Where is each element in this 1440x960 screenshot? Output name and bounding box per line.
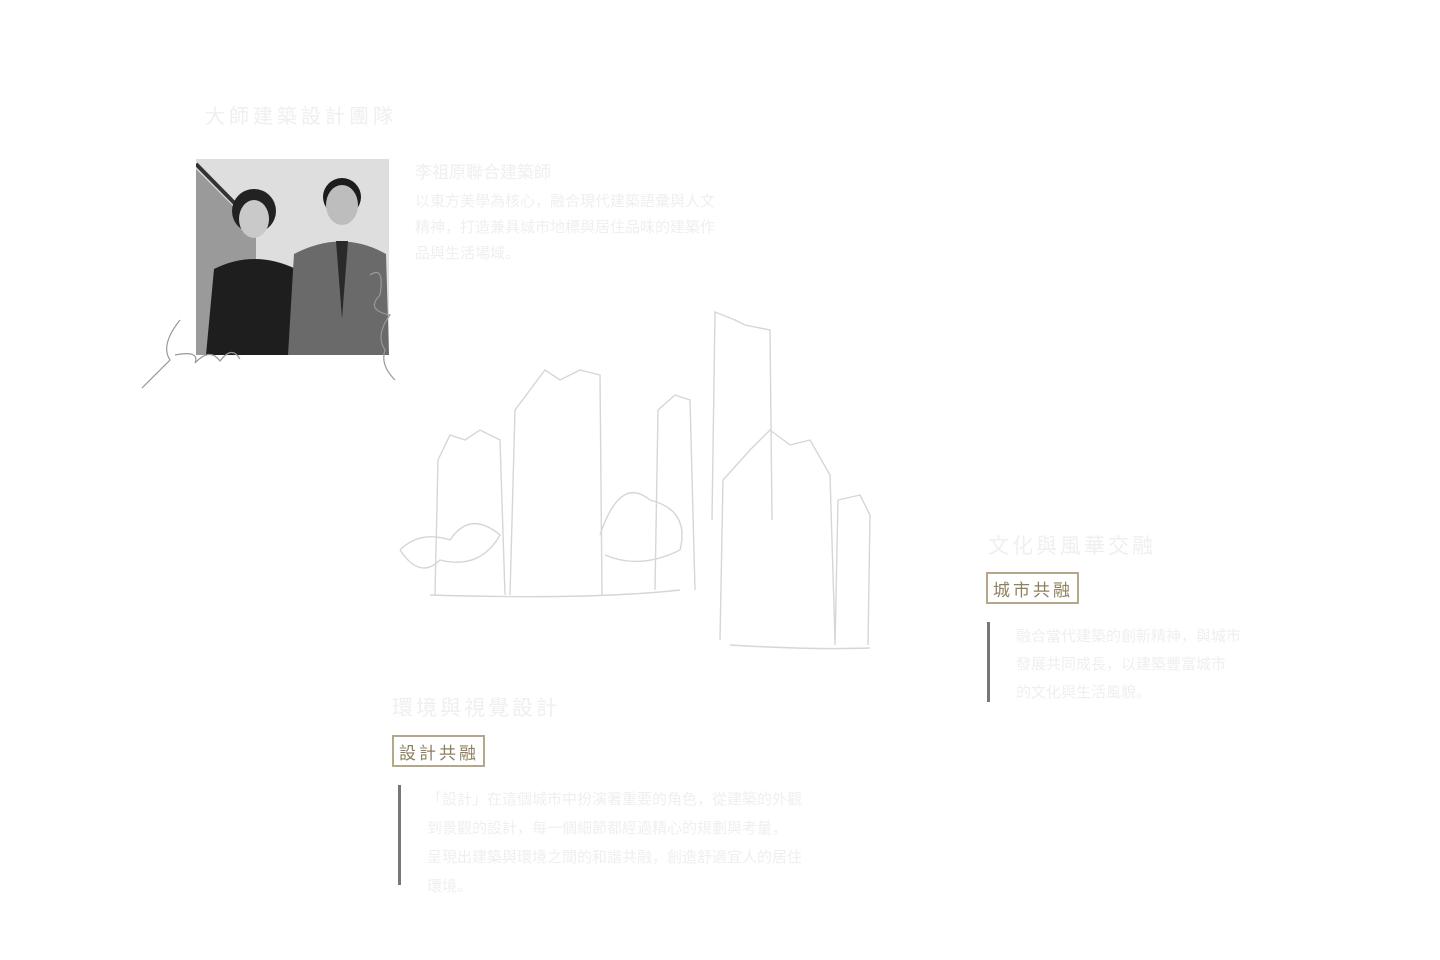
city-line: 的文化與生活風貌。 [1016, 683, 1152, 701]
city-line: 發展共同成長，以建築豐富城市 [1016, 655, 1227, 673]
design-heading: 環境與視覺設計 [392, 696, 560, 720]
intro-subtitle: 李祖原聯合建築師 [415, 163, 551, 183]
intro-line: 精神，打造兼具城市地標與居住品味的建築作 [415, 218, 716, 236]
city-paragraph: 融合當代建築的創新精神，與城市 發展共同成長，以建築豐富城市 的文化與生活風貌。 [987, 622, 1246, 702]
design-paragraph: 「設計」在這個城市中扮演著重要的角色，從建築的外觀 到景觀的設計，每一個細節都經… [398, 785, 847, 895]
design-line: 呈現出建築與環境之間的和諧共融，創造舒適宜人的居住 [427, 848, 803, 866]
signature-graphic [141, 271, 396, 389]
city-tag: 城市共融 [986, 572, 1079, 604]
design-line: 環境。 [427, 877, 473, 895]
design-tag: 設計共融 [392, 735, 485, 767]
intro-line: 品與生活場域。 [415, 244, 521, 262]
intro-block: 李祖原聯合建築師 以東方美學為核心，融合現代建築語彙與人文 精神，打造兼具城市地… [415, 160, 715, 266]
intro-line: 以東方美學為核心，融合現代建築語彙與人文 [415, 192, 716, 210]
section-title: 大師建築設計團隊 [205, 104, 397, 128]
city-heading: 文化與風華交融 [988, 534, 1156, 558]
building-sketch [399, 310, 871, 650]
design-line: 「設計」在這個城市中扮演著重要的角色，從建築的外觀 [427, 790, 803, 808]
city-line: 融合當代建築的創新精神，與城市 [1016, 627, 1242, 645]
design-line: 到景觀的設計，每一個細節都經過精心的規劃與考量， [427, 819, 788, 837]
architects-photo [196, 159, 389, 355]
